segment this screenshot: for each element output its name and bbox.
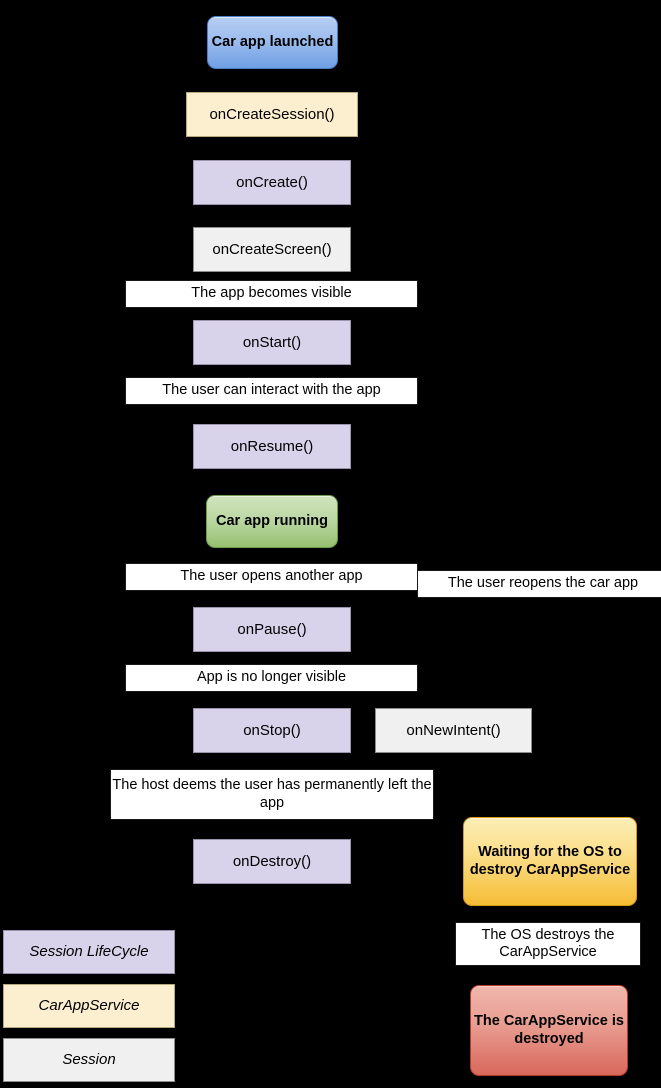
node-host-deems-left: The host deems the user has permanently … bbox=[110, 769, 434, 820]
legend-session-lifecycle: Session LifeCycle bbox=[3, 930, 175, 974]
node-label: onPause() bbox=[237, 620, 307, 638]
node-user-can-interact: The user can interact with the app bbox=[125, 377, 418, 405]
node-label: Car app running bbox=[216, 512, 328, 529]
node-label: The CarAppService is destroyed bbox=[474, 1013, 624, 1047]
node-os-destroys: The OS destroys the CarAppService bbox=[455, 922, 641, 966]
node-user-reopens: The user reopens the car app bbox=[417, 570, 661, 598]
node-label: App is no longer visible bbox=[196, 669, 347, 686]
node-on-create-screen: onCreateScreen() bbox=[193, 227, 351, 272]
node-on-create-session: onCreateSession() bbox=[186, 92, 358, 137]
node-on-start: onStart() bbox=[193, 320, 351, 365]
node-app-no-longer-visible: App is no longer visible bbox=[125, 664, 418, 692]
legend-session: Session bbox=[3, 1038, 175, 1082]
node-label: Car app launched bbox=[211, 33, 334, 50]
node-on-destroy: onDestroy() bbox=[193, 839, 351, 884]
node-label: The user can interact with the app bbox=[162, 382, 381, 399]
node-service-destroyed: The CarAppService is destroyed bbox=[470, 985, 628, 1076]
node-label: onDestroy() bbox=[232, 852, 312, 870]
node-label: onStop() bbox=[243, 721, 301, 739]
node-waiting-for-os: Waiting for the OS to destroy CarAppServ… bbox=[463, 817, 637, 906]
node-label: onCreateScreen() bbox=[212, 240, 332, 258]
node-on-pause: onPause() bbox=[193, 607, 351, 652]
node-label: The user reopens the car app bbox=[447, 575, 639, 592]
node-car-app-running: Car app running bbox=[206, 495, 338, 548]
node-on-resume: onResume() bbox=[193, 424, 351, 469]
legend-label: CarAppService bbox=[38, 997, 140, 1015]
node-label: onResume() bbox=[230, 437, 314, 455]
node-on-stop: onStop() bbox=[193, 708, 351, 753]
node-label: The user opens another app bbox=[180, 568, 363, 585]
node-label: The host deems the user has permanently … bbox=[112, 777, 432, 811]
node-label: onNewIntent() bbox=[406, 721, 501, 739]
legend-label: Session LifeCycle bbox=[29, 943, 149, 961]
node-label: The OS destroys the CarAppService bbox=[481, 926, 615, 960]
node-app-becomes-visible: The app becomes visible bbox=[125, 280, 418, 308]
node-label: onCreate() bbox=[236, 173, 308, 191]
legend-label: Session bbox=[62, 1051, 116, 1069]
node-car-app-launched: Car app launched bbox=[207, 16, 338, 69]
node-label: The app becomes visible bbox=[191, 285, 352, 302]
node-label: onCreateSession() bbox=[209, 105, 335, 123]
node-label: Waiting for the OS to destroy CarAppServ… bbox=[469, 844, 631, 878]
node-user-opens-another: The user opens another app bbox=[125, 563, 418, 591]
legend-car-app-service: CarAppService bbox=[3, 984, 175, 1028]
node-on-create: onCreate() bbox=[193, 160, 351, 205]
node-on-new-intent: onNewIntent() bbox=[375, 708, 532, 753]
node-label: onStart() bbox=[242, 333, 302, 351]
